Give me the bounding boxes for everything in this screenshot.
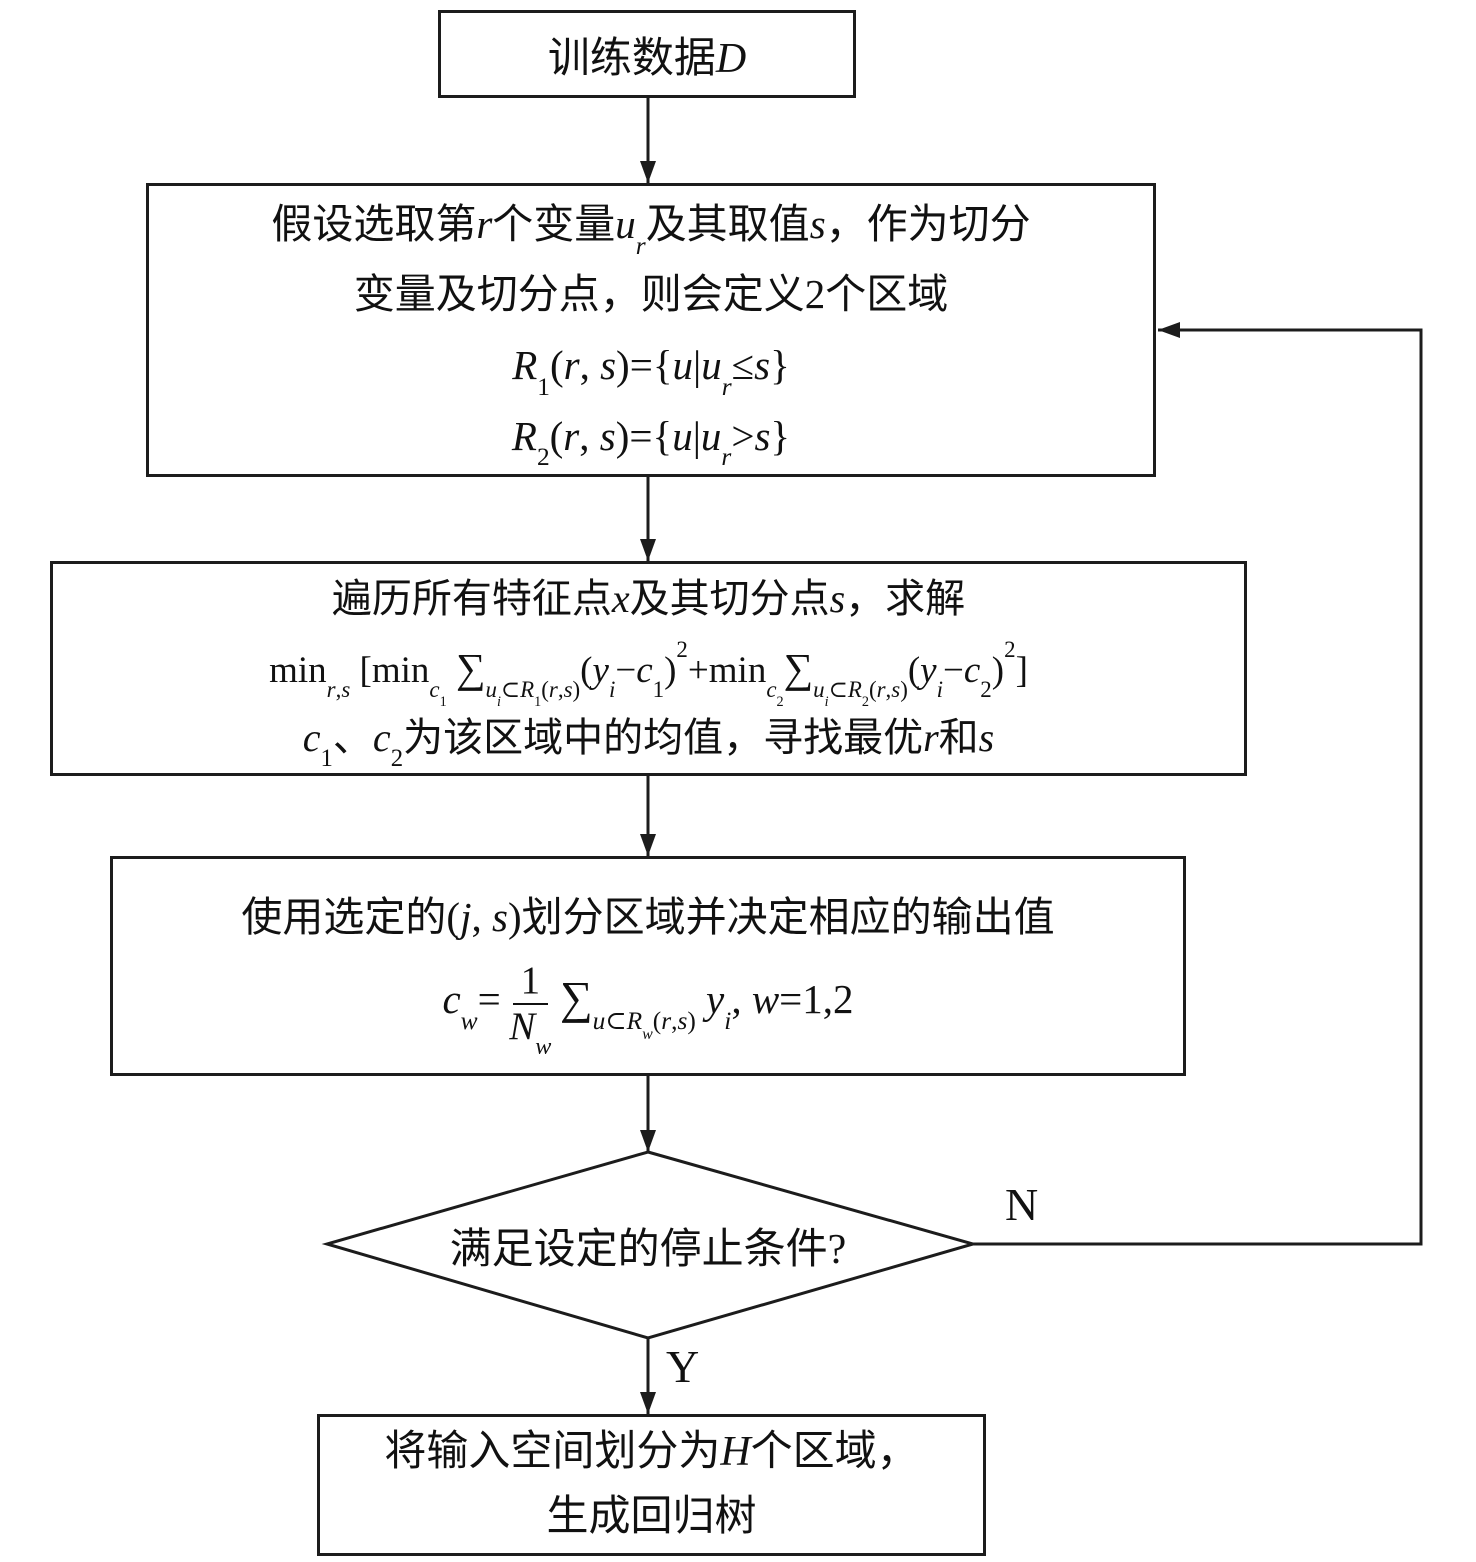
minimize-line-1: 遍历所有特征点x及其切分点s，求解 (331, 576, 966, 622)
define-regions-line-2: 变量及切分点，则会定义2个区域 (353, 271, 949, 318)
output-values-line-1: 使用选定的(j, s)划分区域并决定相应的输出值 (241, 894, 1055, 941)
generate-tree-line-1: 将输入空间划分为H个区域， (384, 1428, 919, 1475)
minimize-line-3: c1、c2为该区域中的均值，寻找最优r和s (302, 714, 995, 773)
decision-diamond-shape (321, 1150, 979, 1340)
branch-label-no: N (1005, 1179, 1039, 1230)
define-regions-formula-r2: R2(r, s)={u|ur>s} (511, 412, 791, 472)
define-regions-formula-r1: R1(r, s)={u|ur≤s} (512, 342, 790, 401)
minimize-formula: minr,s [minc1 ∑ui⊂R1(r,s)(yi−c1)2+minc2∑… (269, 637, 1028, 710)
branch-label-yes: Y (666, 1341, 700, 1392)
node-minimize-criterion: 遍历所有特征点x及其切分点s，求解 minr,s [minc1 ∑ui⊂R1(r… (50, 561, 1247, 776)
generate-tree-line-2: 生成回归树 (546, 1494, 757, 1540)
node-generate-tree: 将输入空间划分为H个区域， 生成回归树 (317, 1414, 986, 1556)
arrow-feedback-no-loop (973, 322, 1423, 1246)
training-data-text: 训练数据D (547, 35, 747, 82)
define-regions-line-1: 假设选取第r个变量ur及其取值s，作为切分 (271, 200, 1031, 260)
decision-stop-condition: 满足设定的停止条件? (449, 1226, 847, 1273)
node-training-data: 训练数据D (438, 10, 856, 98)
node-define-regions: 假设选取第r个变量ur及其取值s，作为切分 变量及切分点，则会定义2个区域 R1… (146, 183, 1156, 477)
